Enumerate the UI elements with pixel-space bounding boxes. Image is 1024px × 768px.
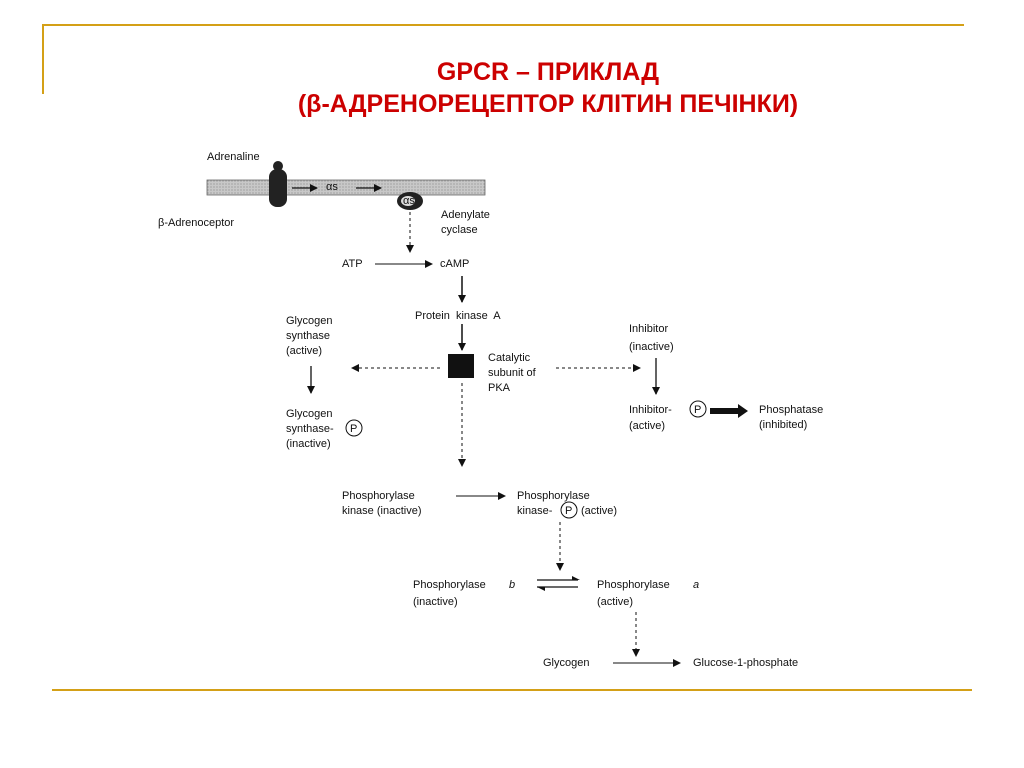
phos-a-label-2: (active): [597, 596, 633, 608]
synthase-phosphate-label: P: [350, 423, 357, 435]
adrenaline-label: Adrenaline: [207, 151, 260, 163]
equilibrium-arrows: [537, 576, 580, 591]
gs-inactive-label-2: synthase-: [286, 423, 334, 435]
inhibitor-active-label-2: (active): [629, 420, 665, 432]
gs-active-label-2: synthase: [286, 330, 330, 342]
pka-label: Protein kinase A: [415, 310, 501, 322]
gs-active-label-3: (active): [286, 345, 322, 357]
slide-title-line2: (β-АДРЕНОРЕЦЕПТОР КЛІТИН ПЕЧІНКИ): [297, 90, 799, 118]
kinase-phosphate-circle: [560, 501, 578, 519]
pk-inactive-label-1: Phosphorylase: [342, 490, 415, 502]
catalytic-label-1: Catalytic: [488, 352, 531, 364]
catalytic-label-2: subunit of: [488, 367, 537, 379]
top-accent-line: [42, 24, 964, 26]
pk-active-label-2: kinase-: [517, 505, 553, 517]
inhibitor-phosphate-label: P: [694, 404, 701, 416]
inhibition-thick-arrow: [710, 404, 748, 418]
catalytic-label-3: PKA: [488, 382, 511, 394]
inhibitor-active-label-1: Inhibitor-: [629, 404, 672, 416]
gs-inactive-label-1: Glycogen: [286, 408, 332, 420]
alpha-s-protein-shape: [397, 192, 423, 210]
glucose-1-phosphate-label: Glucose-1-phosphate: [693, 657, 798, 669]
gs-inactive-label-3: (inactive): [286, 438, 331, 450]
bottom-accent-line: [52, 689, 972, 691]
phos-a-label-1: Phosphorylase: [597, 579, 670, 591]
phos-a-letter: a: [693, 579, 699, 591]
alpha-s-membrane-label: αs: [326, 181, 338, 193]
alpha-s-protein-label: αs: [403, 195, 415, 207]
kinase-phosphate-label: P: [565, 505, 572, 517]
pk-inactive-label-2: kinase (inactive): [342, 505, 421, 517]
left-accent-line: [42, 24, 44, 94]
camp-label: cAMP: [440, 258, 469, 270]
beta-adrenoceptor-label: β-Adrenoceptor: [158, 217, 234, 229]
catalytic-subunit-block: [448, 354, 474, 378]
inhibitor-phosphate-circle: [689, 400, 707, 418]
inhibitor-inactive-label-2: (inactive): [629, 341, 674, 353]
slide-title-line1: GPCR – ПРИКЛАД: [436, 58, 660, 86]
beta-adrenoceptor-shape: [269, 161, 287, 207]
pk-active-label-1: Phosphorylase: [517, 490, 590, 502]
phos-b-label-2: (inactive): [413, 596, 458, 608]
synthase-phosphate-circle: [345, 419, 363, 437]
pk-active-label-3: (active): [581, 505, 617, 517]
phosphatase-label-1: Phosphatase: [759, 404, 823, 416]
adenylate-cyclase-label-1: Adenylate: [441, 209, 490, 221]
glycogen-label: Glycogen: [543, 657, 589, 669]
phos-b-letter: b: [509, 579, 515, 591]
cell-membrane: [206, 179, 486, 196]
adenylate-cyclase-label-2: cyclase: [441, 224, 478, 236]
inhibitor-inactive-label-1: Inhibitor: [629, 323, 668, 335]
atp-label: ATP: [342, 258, 363, 270]
phosphatase-label-2: (inhibited): [759, 419, 807, 431]
phos-b-label-1: Phosphorylase: [413, 579, 486, 591]
gs-active-label-1: Glycogen: [286, 315, 332, 327]
